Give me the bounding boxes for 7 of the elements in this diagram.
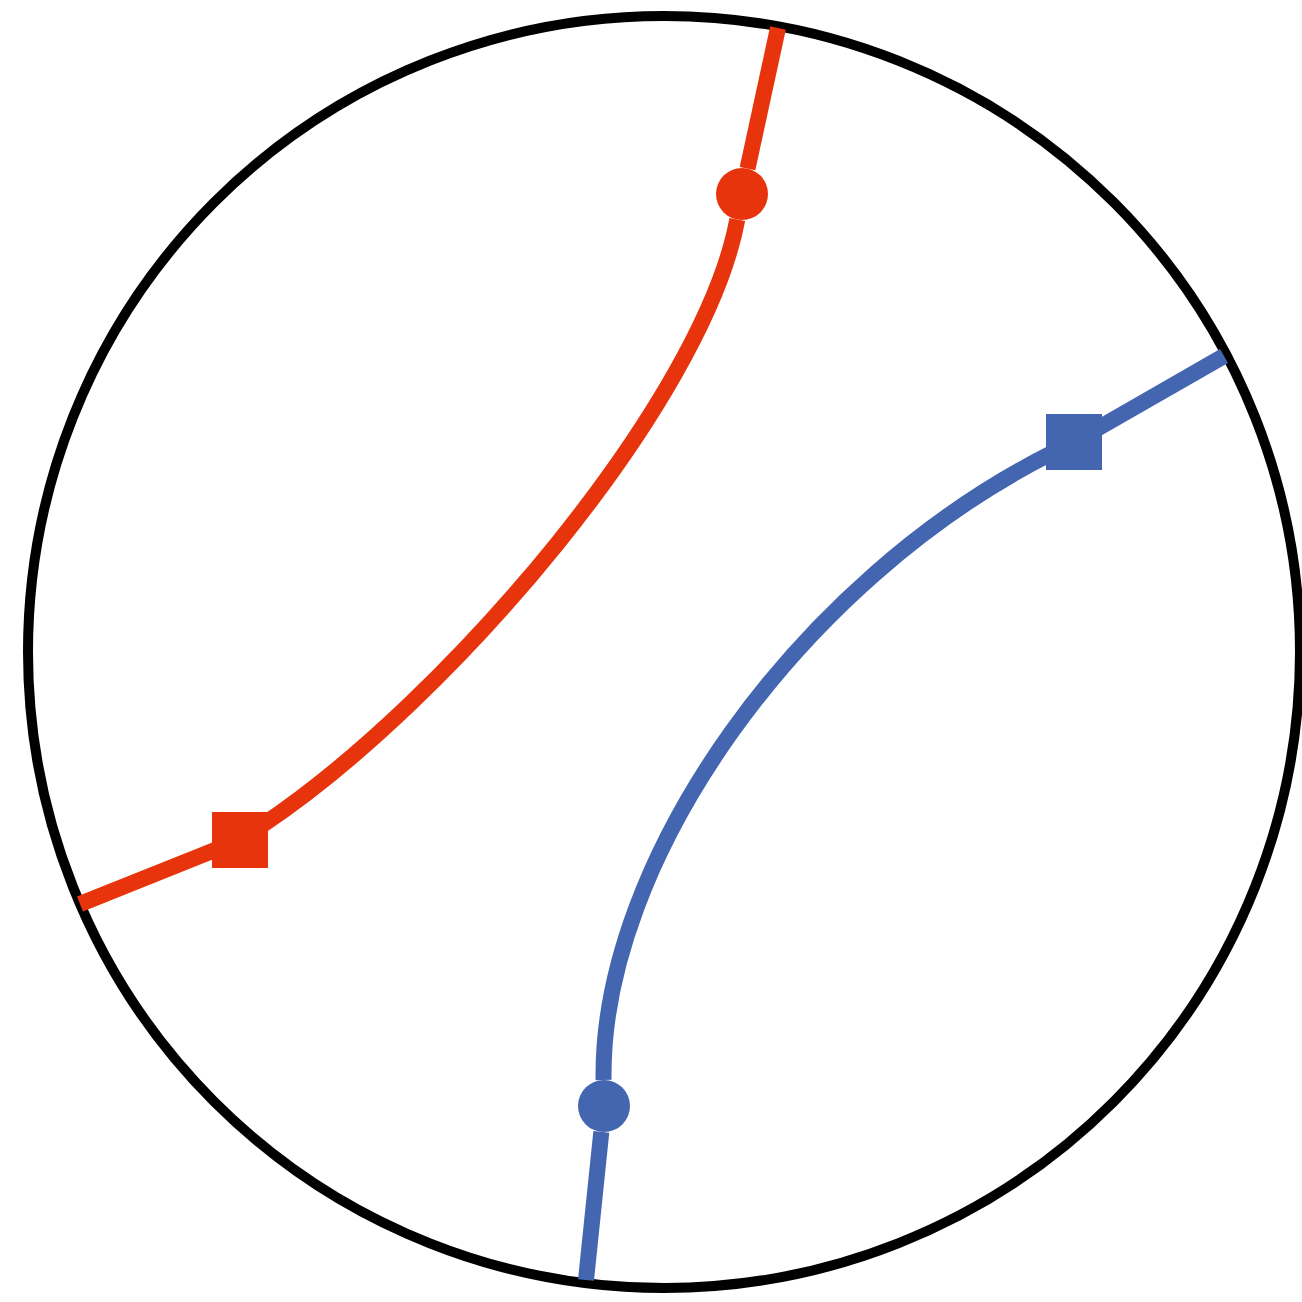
square-marker (212, 812, 268, 868)
curve-line (578, 1131, 610, 1281)
curve-line (739, 26, 786, 171)
square-marker (1046, 414, 1102, 470)
dot-marker (716, 168, 768, 220)
dot-marker (578, 1080, 630, 1132)
disk-boundary (23, 11, 1302, 1293)
